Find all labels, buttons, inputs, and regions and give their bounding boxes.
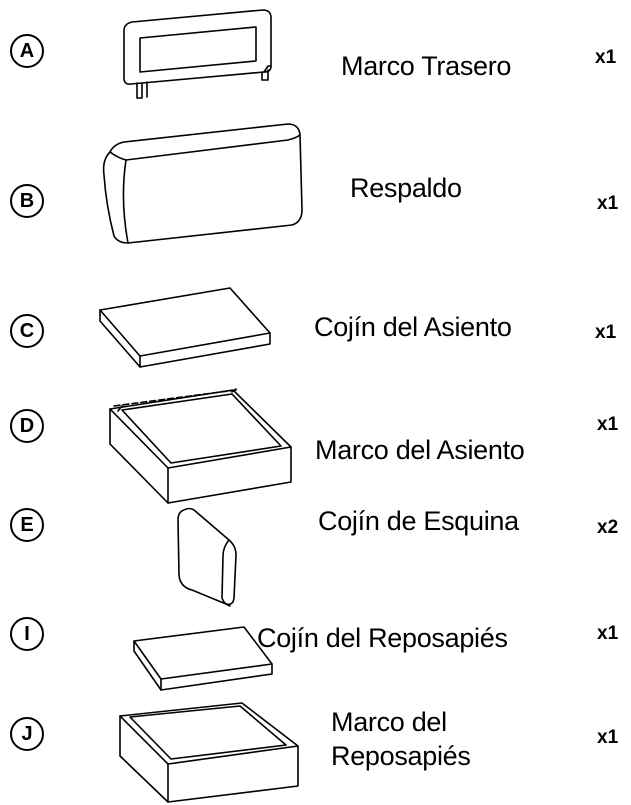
backrest-cushion-icon (102, 123, 303, 244)
part-name: Marco del Asiento (315, 435, 525, 465)
part-letter-badge: I (10, 617, 44, 651)
part-name: Marco Trasero (341, 51, 512, 81)
seat-frame-icon (109, 388, 292, 504)
part-name: Respaldo (350, 173, 462, 203)
corner-cushion-icon (177, 507, 237, 607)
part-letter-badge: B (10, 184, 44, 218)
part-name: Cojín de Esquina (318, 506, 519, 536)
footrest-frame-icon (119, 702, 299, 803)
part-name-line-2: Reposapiés (331, 741, 471, 771)
part-name: Cojín del Asiento (314, 312, 512, 342)
seat-cushion-icon (99, 287, 271, 368)
part-quantity: x2 (597, 517, 619, 538)
part-letter-badge: D (10, 409, 44, 443)
part-quantity: x1 (597, 193, 619, 214)
part-quantity: x1 (595, 47, 617, 68)
part-quantity: x1 (597, 623, 619, 644)
back-frame-icon (123, 9, 272, 99)
part-letter-badge: C (10, 314, 44, 348)
part-letter-badge: A (10, 34, 44, 68)
part-quantity: x1 (597, 414, 619, 435)
part-quantity: x1 (595, 322, 617, 343)
part-name-line-1: Marco del (331, 707, 447, 737)
part-letter-badge: E (10, 508, 44, 542)
part-name: Cojín del Reposapiés (257, 623, 508, 653)
footrest-cushion-icon (133, 626, 273, 691)
part-quantity: x1 (597, 727, 619, 748)
part-letter-badge: J (10, 717, 44, 751)
